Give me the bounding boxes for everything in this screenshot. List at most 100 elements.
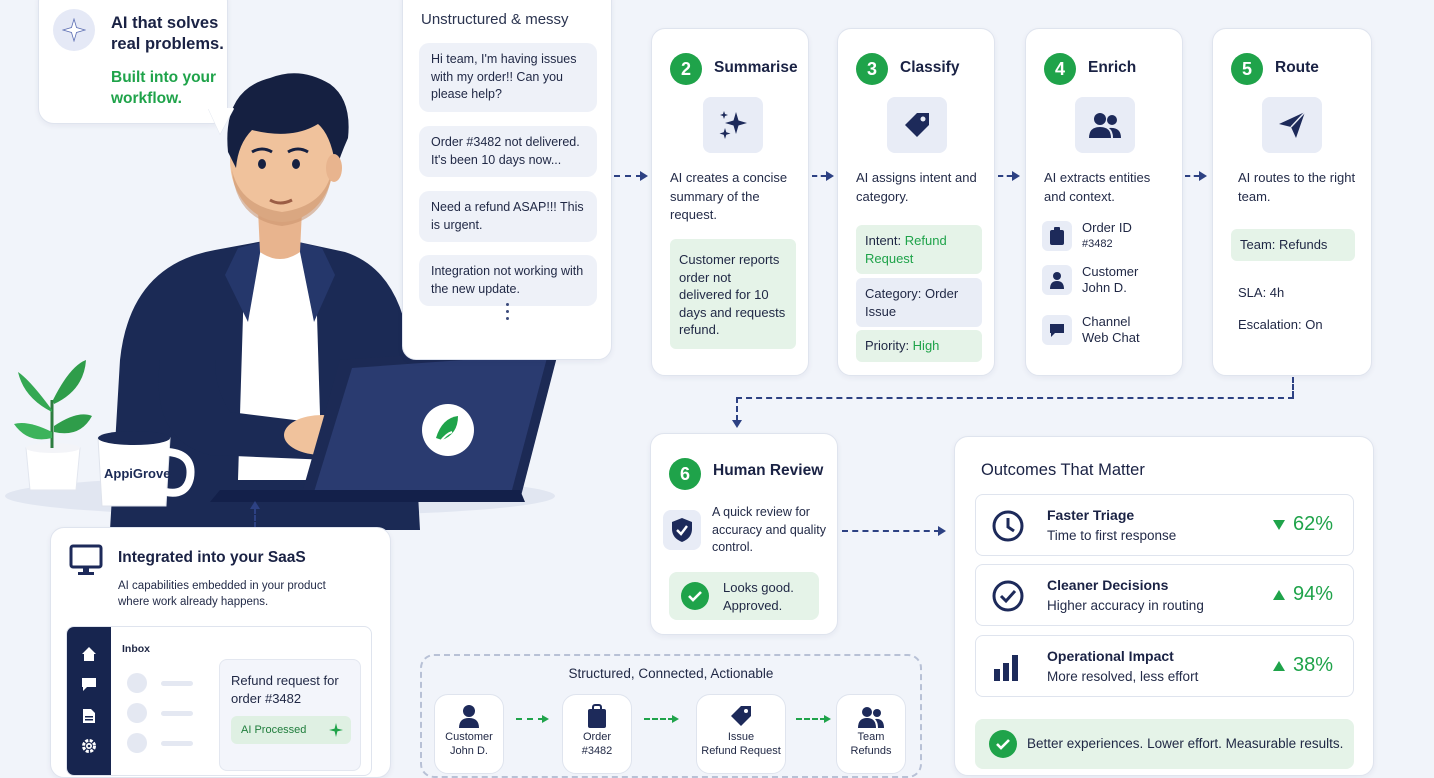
list-item[interactable] bbox=[127, 733, 207, 753]
message-item: Hi team, I'm having issues with my order… bbox=[419, 43, 597, 112]
outcome-row: Operational Impact More resolved, less e… bbox=[975, 635, 1354, 697]
flow-arrow bbox=[1292, 377, 1294, 397]
node-line2: Refund Request bbox=[701, 744, 781, 757]
entity-label: Order ID bbox=[1082, 220, 1132, 235]
node-line1: Team bbox=[857, 731, 885, 743]
messages-title: Unstructured & messy bbox=[421, 11, 569, 28]
list-item[interactable] bbox=[127, 673, 207, 693]
step-title: Human Review bbox=[713, 462, 824, 479]
step-number: 3 bbox=[856, 53, 888, 85]
outcome-value-text: 62% bbox=[1292, 513, 1333, 535]
step-review-card: 6 Human Review A quick review for accura… bbox=[650, 433, 838, 635]
request-preview[interactable]: Refund request for order #3482 AI Proces… bbox=[219, 659, 361, 771]
outcome-title: Cleaner Decisions bbox=[1047, 577, 1169, 593]
flow-arrow bbox=[254, 508, 256, 528]
flow-arrow bbox=[736, 397, 738, 421]
inbox-preview: Inbox Refund request for order #3482 AI … bbox=[66, 626, 372, 776]
flow-arrow bbox=[1185, 175, 1199, 177]
step-summarise-card: 2 Summarise AI creates a concise summary… bbox=[651, 28, 809, 376]
priority-value: High bbox=[912, 338, 940, 353]
bubble-title: AI that solves real problems. bbox=[111, 14, 224, 53]
approval-text: Looks good. Approved. bbox=[723, 580, 794, 613]
sparkle-icon bbox=[53, 9, 95, 51]
check-circle-icon bbox=[990, 578, 1026, 614]
step-title: Summarise bbox=[714, 59, 798, 76]
badge-text: AI Processed bbox=[241, 724, 307, 736]
mug-brand-label: AppiGrove bbox=[104, 466, 171, 481]
message-item: Order #3482 not delivered. It's been 10 … bbox=[419, 126, 597, 177]
outcome-title: Faster Triage bbox=[1047, 507, 1135, 523]
outcome-row: Faster Triage Time to first response 62% bbox=[975, 494, 1354, 556]
entity-value: John D. bbox=[1082, 280, 1127, 295]
person-icon bbox=[1042, 265, 1072, 295]
arrow-head bbox=[824, 715, 831, 723]
arrow-down-icon bbox=[1272, 519, 1285, 530]
saas-description: AI capabilities embedded in your product… bbox=[118, 580, 326, 608]
sla-value: SLA: 4h bbox=[1238, 285, 1285, 300]
node-order: Order #3482 bbox=[562, 694, 632, 774]
step-description: AI routes to the right team. bbox=[1238, 170, 1356, 204]
flow-arrow bbox=[516, 718, 544, 720]
sparkles-icon bbox=[703, 97, 763, 153]
outcome-value: 62% bbox=[1272, 513, 1333, 536]
step-description: AI extracts entities and context. bbox=[1044, 170, 1151, 204]
outcome-value-text: 94% bbox=[1292, 583, 1333, 605]
arrow-head bbox=[1199, 171, 1207, 181]
outcome-value: 38% bbox=[1272, 654, 1333, 677]
step-route-card: 5 Route AI routes to the right team. Tea… bbox=[1212, 28, 1372, 376]
node-team: Team Refunds bbox=[836, 694, 906, 774]
check-icon bbox=[989, 730, 1017, 758]
bubble-subtitle: Built into your workflow. bbox=[111, 69, 217, 107]
chat-icon[interactable] bbox=[80, 675, 98, 693]
entity-label: Channel bbox=[1082, 314, 1131, 329]
node-issue: Issue Refund Request bbox=[696, 694, 786, 774]
arrow-head bbox=[640, 171, 648, 181]
intent-value: Refund Request bbox=[865, 233, 947, 266]
monitor-icon bbox=[69, 544, 103, 581]
users-icon bbox=[1075, 97, 1135, 153]
chat-icon bbox=[1042, 315, 1072, 345]
step-number: 5 bbox=[1231, 53, 1263, 85]
team-tag: Team: Refunds bbox=[1231, 229, 1355, 261]
step-title: Enrich bbox=[1088, 59, 1137, 76]
inbox-label: Inbox bbox=[122, 643, 150, 655]
step-title: Route bbox=[1275, 59, 1319, 76]
tag-icon bbox=[697, 695, 785, 731]
clipboard-icon bbox=[563, 695, 631, 731]
priority-tag: Priority: High bbox=[856, 330, 982, 362]
tag-icon bbox=[887, 97, 947, 153]
document-icon[interactable] bbox=[80, 707, 98, 725]
node-line2: #3482 bbox=[581, 744, 613, 757]
home-icon[interactable] bbox=[80, 645, 98, 663]
flow-arrow bbox=[998, 175, 1012, 177]
step-title: Classify bbox=[900, 59, 960, 76]
node-line1: Order bbox=[582, 731, 612, 743]
person-laptop-illustration bbox=[5, 73, 560, 530]
outcome-subtitle: Time to first response bbox=[1047, 528, 1177, 543]
speech-bubble: AI that solves real problems. Built into… bbox=[38, 0, 228, 124]
structured-box: Structured, Connected, Actionable Custom… bbox=[420, 654, 922, 778]
arrow-head bbox=[1012, 171, 1020, 181]
arrow-head bbox=[250, 501, 260, 509]
saas-title: Integrated into your SaaS bbox=[118, 549, 306, 566]
step-number: 6 bbox=[669, 458, 701, 490]
outcome-subtitle: Higher accuracy in routing bbox=[1047, 598, 1204, 613]
message-item: Integration not working with the new upd… bbox=[419, 255, 597, 306]
outcome-subtitle: More resolved, less effort bbox=[1047, 669, 1199, 684]
flow-arrow bbox=[614, 175, 642, 177]
step-number: 4 bbox=[1044, 53, 1076, 85]
users-icon bbox=[837, 695, 905, 731]
outcomes-footer: Better experiences. Lower effort. Measur… bbox=[975, 719, 1354, 769]
outcome-title: Operational Impact bbox=[1047, 648, 1174, 664]
step-classify-card: 3 Classify AI assigns intent and categor… bbox=[837, 28, 995, 376]
shield-check-icon bbox=[663, 510, 701, 550]
outcome-value-text: 38% bbox=[1292, 654, 1333, 676]
person-icon bbox=[435, 695, 503, 731]
gear-icon[interactable] bbox=[80, 737, 98, 755]
step-number: 2 bbox=[670, 53, 702, 85]
summary-box: Customer reports order not delivered for… bbox=[670, 239, 796, 349]
list-item[interactable] bbox=[127, 703, 207, 723]
intent-label: Intent: bbox=[865, 233, 905, 248]
request-text: Refund request for order #3482 bbox=[231, 673, 339, 706]
clipboard-icon bbox=[1042, 221, 1072, 251]
